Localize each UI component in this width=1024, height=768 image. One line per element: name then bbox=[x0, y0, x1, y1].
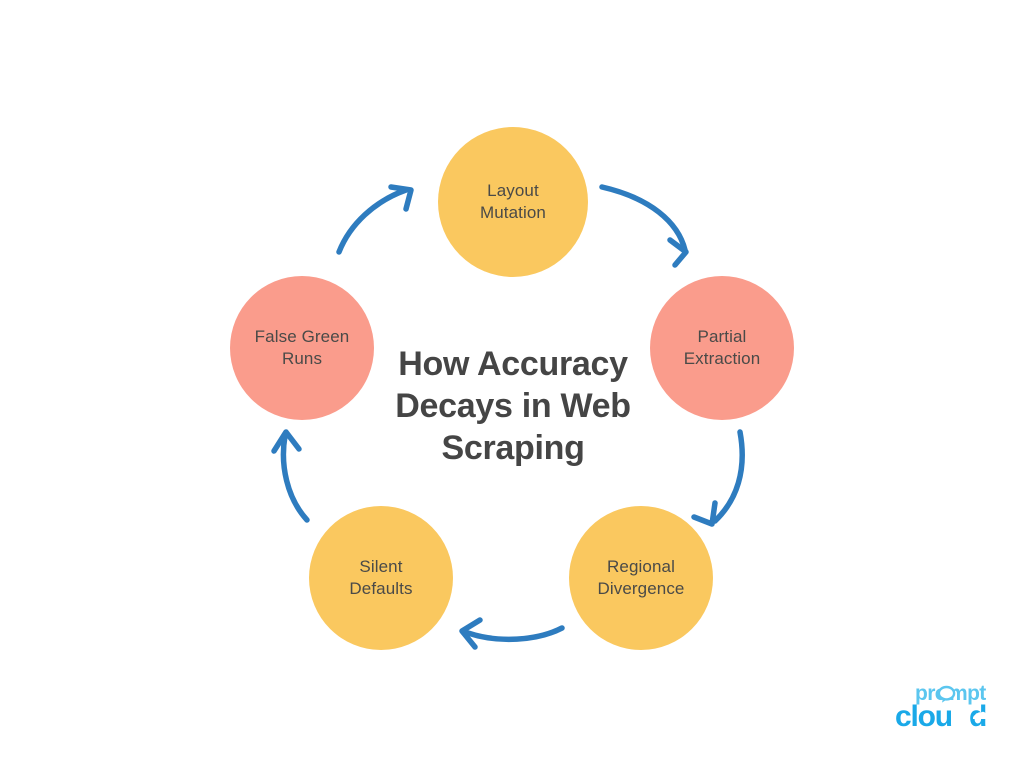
arrow-partial-to-regional bbox=[691, 429, 745, 527]
node-label-layout-mutation: Layout Mutation bbox=[479, 180, 546, 222]
chat-bubble-icon bbox=[937, 685, 956, 703]
arrow-silent-to-false bbox=[271, 429, 310, 523]
node-label-false-green-runs: False Green Runs bbox=[254, 326, 350, 368]
promptcloud-logo-mark: pro mpt clou d bbox=[895, 682, 991, 732]
node-label-partial-extraction: Partial Extraction bbox=[683, 326, 761, 368]
arrow-regional-to-silent bbox=[459, 617, 565, 650]
svg-text:clou: clou bbox=[895, 700, 952, 732]
svg-text:mpt: mpt bbox=[949, 682, 986, 705]
promptcloud-logo[interactable]: pro mpt clou d bbox=[893, 678, 998, 732]
node-partial-extraction[interactable]: Partial Extraction bbox=[650, 276, 794, 420]
node-label-regional-divergence: Regional Divergence bbox=[597, 556, 685, 598]
node-false-green-runs[interactable]: False Green Runs bbox=[230, 276, 374, 420]
arrow-false-to-layout bbox=[336, 184, 414, 255]
cloud-icon bbox=[972, 711, 991, 719]
node-label-silent-defaults: Silent Defaults bbox=[349, 556, 413, 598]
diagram-title: How Accuracy Decays in Web Scraping bbox=[395, 345, 631, 467]
node-silent-defaults[interactable]: Silent Defaults bbox=[309, 506, 453, 650]
arrow-layout-to-partial bbox=[599, 184, 689, 268]
node-regional-divergence[interactable]: Regional Divergence bbox=[569, 506, 713, 650]
svg-text:pro: pro bbox=[915, 682, 947, 705]
node-layout-mutation[interactable]: Layout Mutation bbox=[438, 127, 588, 277]
